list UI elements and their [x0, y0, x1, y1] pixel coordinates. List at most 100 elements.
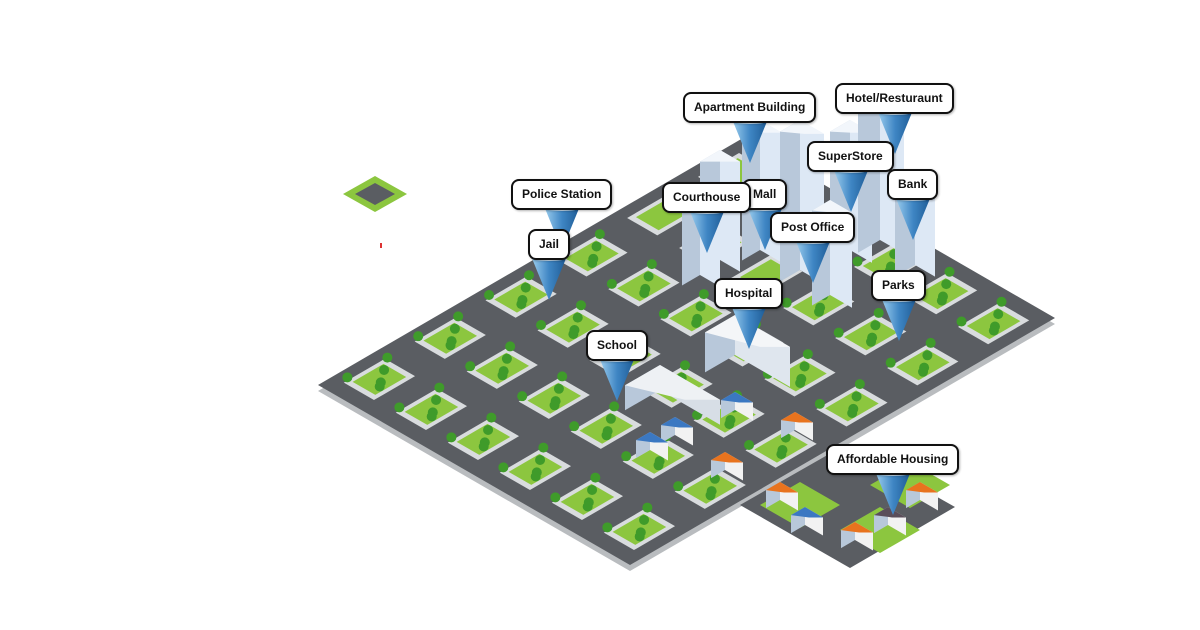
tree	[530, 471, 541, 482]
tree	[925, 337, 936, 348]
tower	[858, 100, 880, 253]
tree	[643, 271, 654, 282]
tree	[873, 307, 884, 318]
tree	[342, 372, 353, 383]
pin-bank[interactable]: Bank	[887, 169, 939, 240]
tree	[639, 287, 650, 298]
house-roof	[721, 392, 753, 403]
tree	[802, 349, 813, 360]
pin-affordable-housing[interactable]: Affordable Housing	[826, 444, 960, 515]
tree	[956, 316, 967, 327]
tree	[587, 484, 598, 495]
pin-cone-icon	[874, 471, 911, 515]
tower-roof	[812, 200, 852, 213]
tree	[590, 472, 601, 483]
pin-label: SuperStore	[807, 141, 894, 172]
tree	[658, 308, 669, 319]
tree	[776, 449, 787, 460]
pin-jail[interactable]: Jail	[528, 229, 571, 300]
house-roof	[781, 412, 813, 423]
tree	[996, 296, 1007, 307]
tree	[594, 229, 605, 240]
pin-label: Hospital	[714, 278, 784, 309]
pin-label: Bank	[887, 169, 939, 200]
house-roof	[661, 417, 693, 428]
pin-label: Courthouse	[662, 182, 752, 213]
pin-cone-icon	[730, 305, 767, 349]
tree	[520, 282, 531, 293]
pin-apartment-building[interactable]: Apartment Building	[683, 92, 817, 163]
tree	[478, 441, 489, 452]
pin-label: Apartment Building	[683, 92, 817, 123]
tree	[446, 432, 457, 443]
pin-cone-icon	[894, 196, 931, 240]
tree	[587, 257, 598, 268]
tree	[449, 323, 460, 334]
tree	[550, 492, 561, 503]
tree	[795, 377, 806, 388]
house-roof	[791, 507, 823, 518]
tree	[501, 353, 512, 364]
tree	[705, 490, 716, 501]
tree	[885, 357, 896, 368]
tree	[591, 241, 602, 252]
pin-cone-icon	[832, 168, 869, 212]
pin-hospital[interactable]: Hospital	[714, 278, 784, 349]
pin-post-office[interactable]: Post Office	[770, 212, 856, 283]
pin-cone-icon	[880, 297, 917, 341]
tree	[553, 383, 564, 394]
tree	[918, 366, 929, 377]
pin-superstore[interactable]: SuperStore	[807, 141, 894, 212]
tree	[695, 301, 706, 312]
tree	[944, 266, 955, 277]
pin-cone-icon	[794, 239, 831, 283]
tree	[516, 299, 527, 310]
pin-label: Post Office	[770, 212, 856, 243]
tree	[434, 382, 445, 393]
tree	[602, 522, 613, 533]
tree	[605, 413, 616, 424]
pin-label: Parks	[871, 270, 926, 301]
tree	[498, 462, 509, 473]
pin-cone-icon	[599, 357, 635, 401]
tree	[642, 502, 653, 513]
tree	[799, 361, 810, 372]
pin-school[interactable]: School	[586, 330, 649, 401]
pin-parks[interactable]: Parks	[871, 270, 926, 341]
tree	[484, 289, 495, 300]
house-roof	[906, 482, 938, 493]
pin-label: Hotel/Resturaunt	[835, 83, 954, 114]
pin-label: Police Station	[511, 179, 613, 210]
tree	[483, 424, 494, 435]
tree	[568, 329, 579, 340]
school-building-roof	[625, 365, 720, 400]
pin-courthouse[interactable]: Courthouse	[662, 182, 752, 253]
tree	[814, 306, 825, 317]
tree	[497, 370, 508, 381]
tree	[394, 402, 405, 413]
pin-police-station[interactable]: Police Station	[511, 179, 613, 250]
tree	[621, 451, 632, 462]
pin-label: School	[586, 330, 649, 361]
tree	[535, 454, 546, 465]
tower-roof	[780, 120, 824, 134]
tree	[379, 364, 390, 375]
house-roof	[711, 452, 743, 463]
tree	[691, 317, 702, 328]
pin-label: Jail	[528, 229, 571, 260]
tree	[606, 278, 617, 289]
tree	[465, 361, 476, 372]
house-roof	[766, 482, 798, 493]
tree	[936, 295, 947, 306]
house-roof	[841, 522, 873, 533]
pin-hotel-restaurant[interactable]: Hotel/Resturaunt	[835, 83, 954, 154]
tree	[814, 398, 825, 409]
tree	[413, 331, 424, 342]
tree	[536, 319, 547, 330]
tower-roof	[700, 150, 740, 162]
tree	[639, 514, 650, 525]
house-roof	[636, 432, 668, 443]
tree	[453, 311, 464, 322]
tree	[426, 411, 437, 422]
